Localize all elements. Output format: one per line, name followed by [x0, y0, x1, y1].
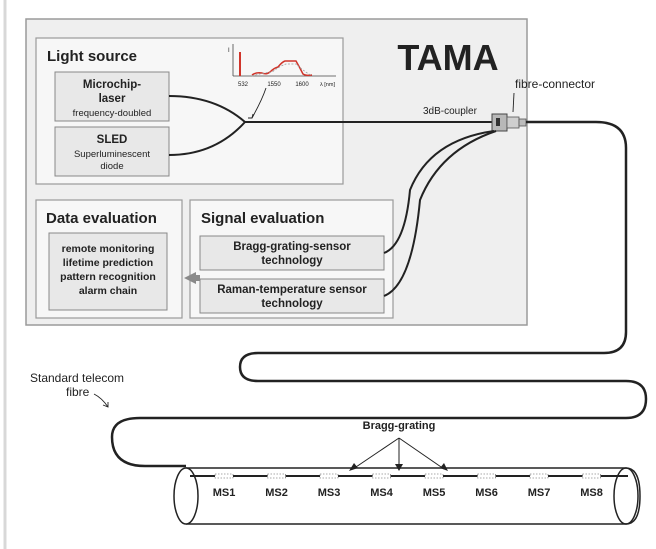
cylinder-left-end [173, 467, 199, 525]
fibre-label-line1: Standard telecom [30, 371, 124, 385]
sensor-label-ms5: MS5 [423, 487, 446, 499]
bragg-grating-ms7 [529, 473, 549, 479]
bragg-grating-ms5 [424, 473, 444, 479]
bragg-grating-label: Bragg-grating [363, 420, 436, 432]
spectrum-pointer-head [248, 113, 254, 119]
fibre-connector-label: fibre-connector [515, 77, 595, 91]
bragg-pointer-left [352, 437, 400, 470]
data-evaluation-heading: Data evaluation [46, 210, 157, 227]
spectrum-y-label: I [228, 48, 230, 54]
spectrum-inset: I 532 1550 1600 λ [nm] [228, 44, 336, 119]
sensor-label-ms4: MS4 [370, 487, 394, 499]
spectrum-pointer [251, 87, 267, 119]
bragg-technology-box [199, 235, 385, 271]
coupler-to-bragg-fibre [383, 130, 495, 254]
sensor-label-ms6: MS6 [475, 487, 498, 499]
sensor-label-ms2: MS2 [265, 487, 288, 499]
microchip-laser-box [54, 71, 170, 122]
data-evaluation-list-box [48, 232, 168, 311]
spectrum-tick-532: 532 [238, 82, 249, 88]
bragg-grating-ms3 [319, 473, 339, 479]
laser-subtitle: frequency-doubled [73, 108, 152, 119]
sensor-group: MS1 MS2 MS3 MS4 MS5 MS6 MS7 MS8 [213, 473, 603, 499]
tama-title: TAMA [397, 37, 498, 78]
spectrum-sled-curve [251, 60, 313, 77]
spectrum-reflected-curve [251, 63, 313, 77]
laser-name-line1: Microchip- [83, 79, 141, 91]
telecom-fibre [110, 120, 648, 468]
coupler-label: 3dB-coupler [423, 106, 478, 117]
sensor-label-ms7: MS7 [528, 487, 551, 499]
signal-evaluation-heading: Signal evaluation [201, 210, 324, 227]
data-item-pattern-recognition: pattern recognition [60, 271, 156, 283]
spectrum-tick-1550: 1550 [267, 82, 281, 88]
fibre-label-line2: fibre [66, 385, 90, 399]
coupler-to-raman-fibre [383, 130, 497, 297]
sled-fibre [168, 121, 246, 156]
sled-name: SLED [97, 134, 128, 146]
bragg-pointer-left-head [349, 463, 358, 471]
bragg-pointer-center-head [395, 464, 403, 471]
bragg-grating-ms4 [372, 473, 391, 479]
bragg-grating-ms2 [267, 473, 286, 479]
light-source-heading: Light source [47, 48, 137, 65]
fibre-label-pointer [93, 393, 109, 408]
coupler-core [496, 118, 500, 126]
bragg-technology-line1: Bragg-grating-sensor [233, 241, 351, 253]
laser-name-line2: laser [99, 93, 126, 105]
fibre-connector [506, 116, 520, 129]
sensor-label-ms3: MS3 [318, 487, 341, 499]
data-item-lifetime-prediction: lifetime prediction [63, 257, 153, 269]
signal-to-data-arrow-head [184, 272, 196, 284]
raman-technology-box [199, 278, 385, 314]
sensor-cylinder [173, 467, 641, 525]
bragg-grating-ms1 [214, 473, 234, 479]
spectrum-x-label: λ [nm] [320, 82, 335, 88]
raman-technology-line1: Raman-temperature sensor [217, 284, 367, 296]
sled-subtitle-line1: Superluminescent [74, 149, 150, 160]
bragg-grating-ms8 [582, 473, 601, 479]
data-item-remote-monitoring: remote monitoring [62, 243, 155, 255]
sensor-label-ms8: MS8 [580, 487, 603, 499]
bragg-pointer-right-head [440, 463, 448, 471]
signal-to-data-arrow-shaft [195, 275, 200, 281]
bragg-grating-ms6 [477, 473, 496, 479]
bragg-pointer-right [398, 437, 445, 470]
laser-fibre [168, 95, 246, 123]
connector-pointer [512, 92, 515, 113]
data-item-alarm-chain: alarm chain [79, 285, 137, 297]
fibre-label-pointer-head [102, 402, 109, 408]
cylinder-body [186, 467, 641, 525]
sled-box [54, 126, 170, 177]
cylinder-right-end [613, 467, 639, 525]
sled-subtitle-line2: diode [100, 161, 123, 172]
bragg-technology-line2: technology [261, 255, 323, 267]
spectrum-tick-1600: 1600 [295, 82, 309, 88]
raman-technology-line2: technology [261, 298, 323, 310]
sensor-label-ms1: MS1 [213, 487, 236, 499]
fibre-connector-ferrule [518, 118, 527, 127]
